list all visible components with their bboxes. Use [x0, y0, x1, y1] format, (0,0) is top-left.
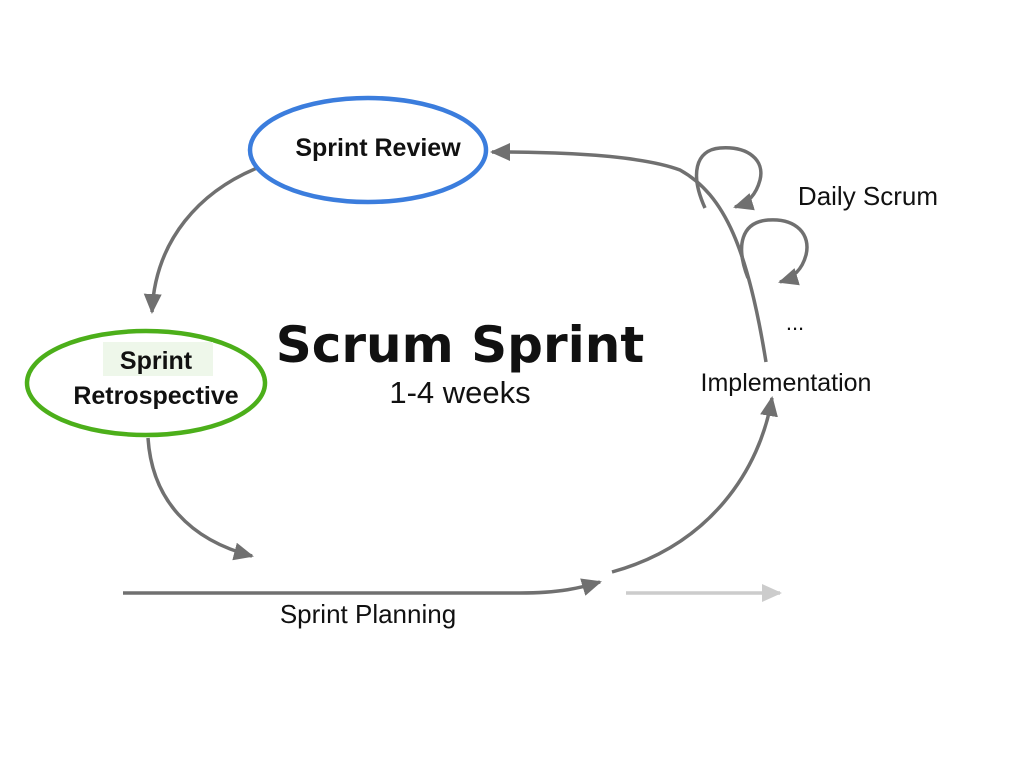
node-sprint-retrospective: Sprint Retrospective	[24, 328, 268, 438]
sprint-retrospective-label-line1: Sprint	[120, 347, 193, 375]
sprint-review-label: Sprint Review	[295, 134, 461, 162]
daily-scrum-loop-2	[739, 218, 809, 286]
arrow-review-to-retro	[143, 164, 263, 314]
sprint-review-ellipse	[247, 95, 489, 205]
daily-scrum-ellipsis: ...	[786, 310, 804, 335]
daily-scrum-label: Daily Scrum	[798, 181, 938, 211]
diagram-subtitle: 1-4 weeks	[389, 375, 530, 410]
sprint-planning-label: Sprint Planning	[280, 599, 456, 629]
node-sprint-review: Sprint Review	[247, 95, 489, 205]
retro-highlight	[103, 342, 213, 376]
sprint-retrospective-label-line2: Retrospective	[73, 382, 238, 410]
daily-scrum-loop-1	[694, 146, 763, 211]
diagram-title: Scrum Sprint	[276, 316, 645, 374]
arrow-planning-to-implementation	[611, 396, 778, 574]
arrow-planning-line	[123, 578, 602, 596]
arrow-retro-to-planning	[146, 437, 254, 561]
implementation-label: Implementation	[701, 369, 872, 397]
